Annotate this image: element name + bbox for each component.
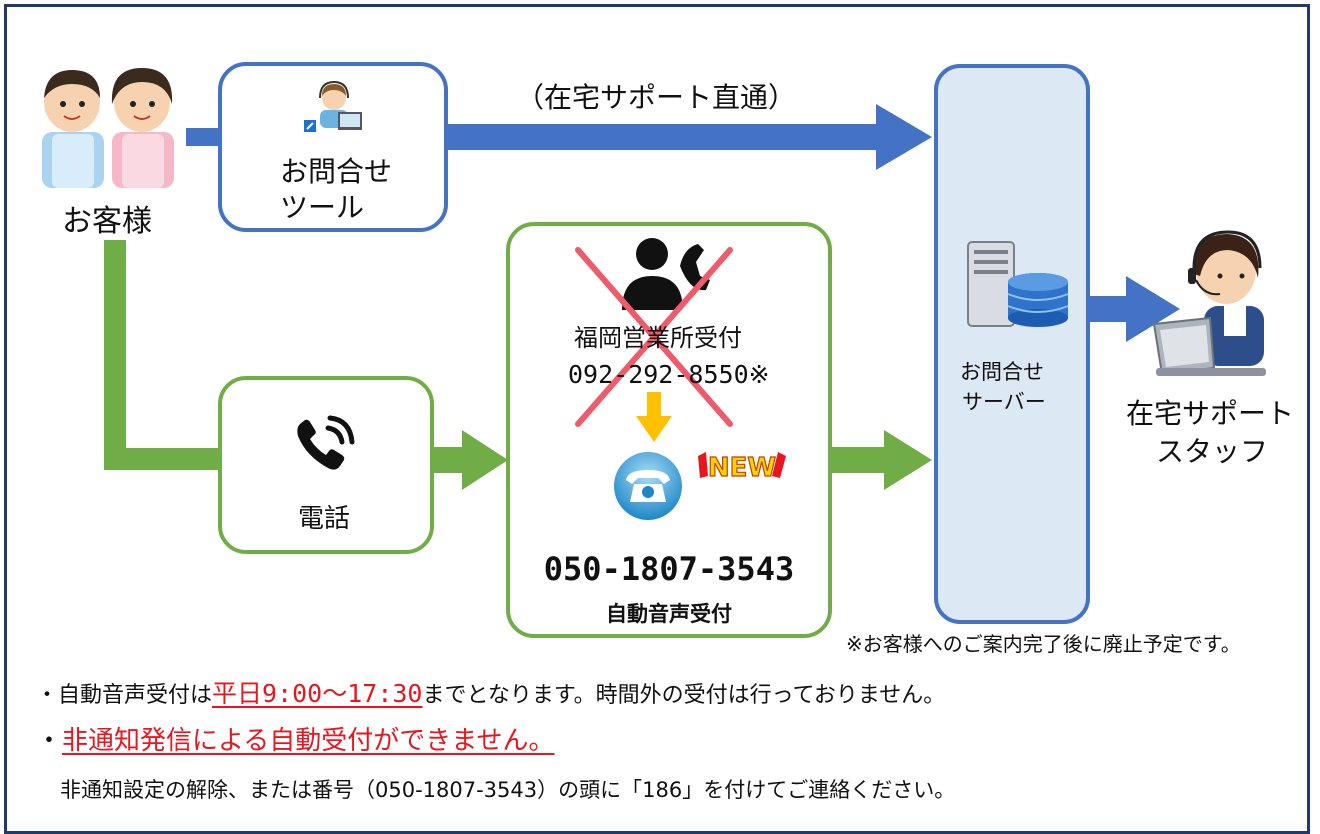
phone-label: 電話 <box>298 504 351 534</box>
staff-label-line1: 在宅サポート <box>1126 397 1295 430</box>
switch-down-arrow <box>636 392 672 442</box>
discontinue-footnote: ※お客様へのご案内完了後に廃止予定です。 <box>846 632 1241 656</box>
staff-label-line2: スタッフ <box>1156 435 1269 468</box>
note-hours-prefix: ・自動音声受付は <box>36 683 213 708</box>
direct-line-arrowhead <box>876 104 932 170</box>
note-anonymous-text: 非通知発信による自動受付ができません。 <box>62 726 555 756</box>
reception-to-server-arrowhead <box>884 430 932 490</box>
server-to-staff-arrowhead <box>1126 276 1180 342</box>
server-label-line2: サーバー <box>962 390 1046 414</box>
customer-to-phone-horizontal <box>104 448 220 470</box>
inquiry-server-column <box>934 64 1090 624</box>
phone-to-reception-arrowhead <box>462 430 508 490</box>
new-badge-text: NEW <box>708 453 776 483</box>
support-staff-illustration <box>1152 230 1266 376</box>
note-anonymous-warning: ・非通知発信による自動受付ができません。 <box>36 720 554 757</box>
new-reception-caption: 自動音声受付 <box>606 602 732 626</box>
note-anonymous-bullet: ・ <box>36 726 63 756</box>
server-label-line1: お問合せ <box>960 360 1044 384</box>
customer-label: お客様 <box>62 204 152 239</box>
customer-to-tool-connector <box>186 128 220 146</box>
direct-route-label: （在宅サポート直通） <box>516 81 797 114</box>
server-database-icon <box>967 241 1069 327</box>
phone-handset-icon <box>297 415 355 470</box>
reception-to-server-shaft <box>830 447 886 473</box>
note-hours: ・自動音声受付は平日9:00～17:30までとなります。時間外の受付は行っており… <box>36 674 945 710</box>
customers-illustration <box>42 68 174 188</box>
note-anonymous-instruction: 非通知設定の解除、または番号（050-1807-3543）の頭に「186」を付け… <box>60 778 956 802</box>
support-operator-icon <box>304 80 362 132</box>
note-hours-highlight: 平日9:00～17:30 <box>212 679 423 708</box>
new-badge: NEW <box>698 452 786 484</box>
customer-to-phone-vertical <box>104 240 126 470</box>
phone-box: 電話 <box>218 376 434 554</box>
phone-to-reception-shaft <box>434 447 464 473</box>
inquiry-tool-label-line1: お問合せ <box>280 155 393 188</box>
note-hours-suffix: までとなります。時間外の受付は行っておりません。 <box>422 683 946 708</box>
server-to-staff-shaft <box>1090 296 1128 322</box>
office-reception-number: 092-292-8550※ <box>568 360 770 389</box>
new-reception-number: 050-1807-3543 <box>543 550 795 588</box>
inquiry-tool-box: お問合せ ツール <box>218 62 448 232</box>
inquiry-tool-label-line2: ツール <box>280 191 365 224</box>
discontinued-cross-mark <box>575 247 733 427</box>
office-reception-label: 福岡営業所受付 <box>574 324 742 352</box>
telephone-round-icon <box>614 452 682 520</box>
direct-line-shaft <box>448 124 876 150</box>
